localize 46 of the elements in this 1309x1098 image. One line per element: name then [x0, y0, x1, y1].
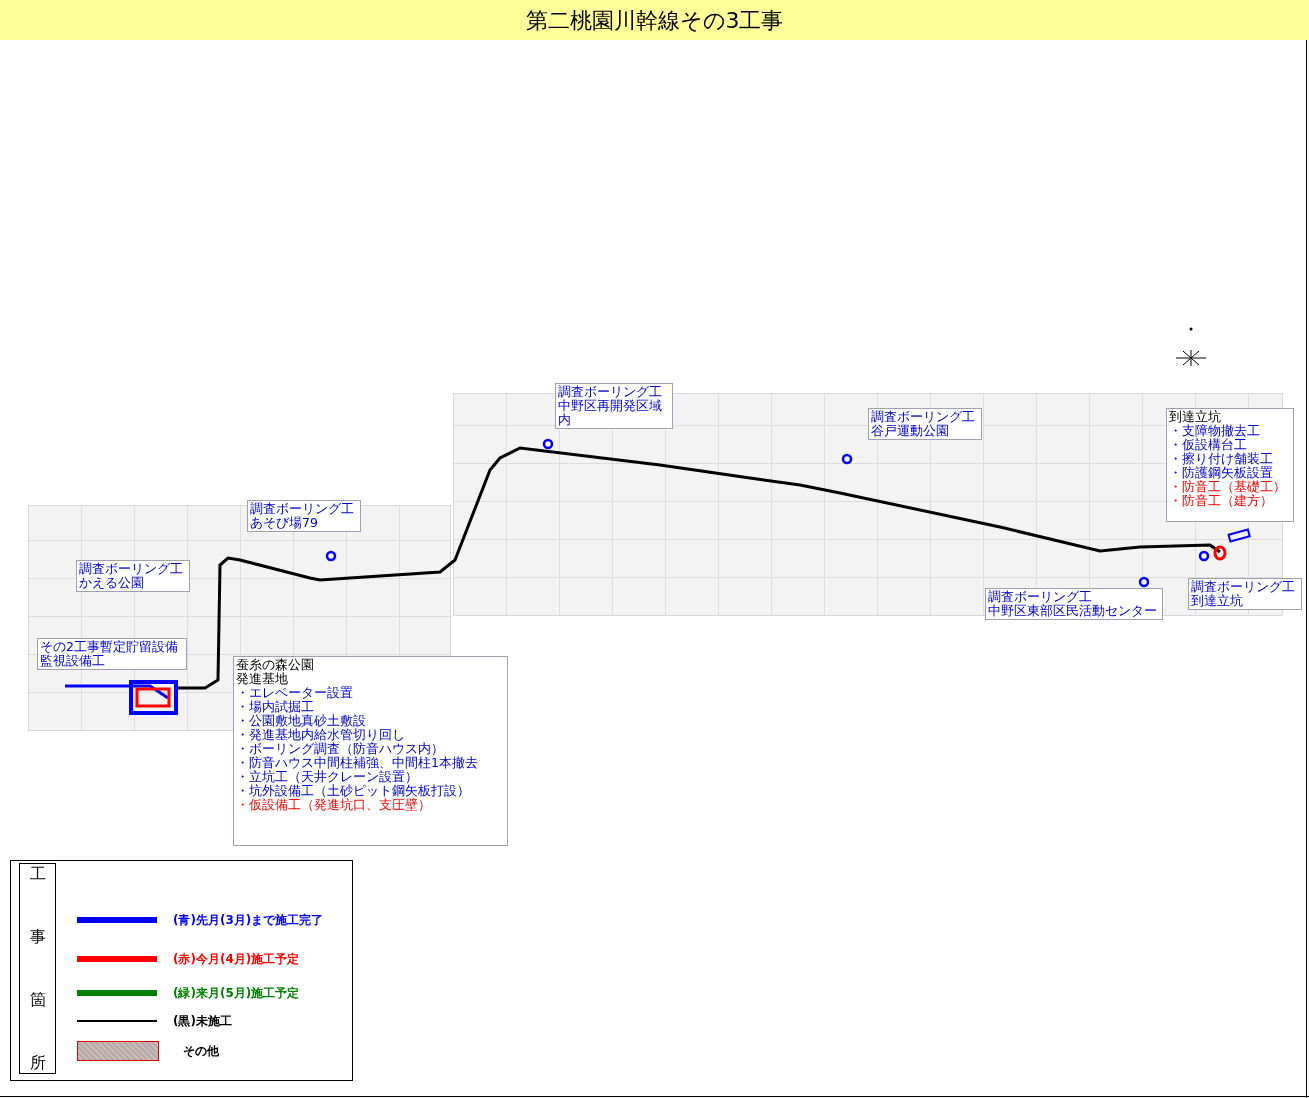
callout-text: ・防音工（基礎工）	[1169, 480, 1287, 494]
callout-box	[1166, 408, 1294, 522]
callout-text: ・仮設備工（発進坑口、支圧壁）	[236, 798, 432, 812]
callout-box	[37, 638, 187, 670]
callout-text: あそび場79	[250, 516, 319, 530]
callout-text: ・防音工（建方）	[1169, 494, 1273, 508]
callout-text: ・エレベーター設置	[236, 686, 354, 700]
callout-text: ・坑外設備工（土砂ピット鋼矢板打設）	[236, 784, 471, 798]
title-bar: 第二桃園川幹線その3工事	[0, 0, 1309, 40]
callout-text: ・場内試掘工	[236, 700, 315, 714]
callout-text: 中野区再開発区域内	[558, 399, 663, 427]
callout-text: ・仮設構台工	[1169, 438, 1248, 452]
callout-text: 調査ボーリング工	[871, 410, 976, 424]
callout-text: 中野区東部区民活動センター	[988, 604, 1158, 618]
legend-text: (赤)今月(4月)施工予定	[173, 951, 300, 968]
callout-box	[233, 656, 508, 846]
callout-text: ・ボーリング調査（防音ハウス内）	[236, 742, 444, 756]
callout-text: ・公園敷地真砂土敷設	[236, 714, 367, 728]
callout-text: ・支障物撤去工	[1169, 424, 1261, 438]
callout-heading: 発進基地	[236, 672, 289, 686]
callout-text: ・防音ハウス中間柱補強、中間柱1本撤去	[236, 756, 479, 770]
callout-text: その2工事暫定貯留設備監視設備工	[40, 640, 179, 668]
callout-text: 調査ボーリング工	[558, 385, 663, 399]
callout-box	[555, 383, 673, 429]
callout-text: 調査ボーリング工	[79, 562, 184, 576]
legend-text: (黒)未施工	[173, 1013, 232, 1030]
callout-text: かえる公園	[79, 576, 145, 590]
legend-heading: 工事箇所	[29, 863, 46, 1073]
legend-text: (緑)来月(5月)施工予定	[173, 985, 300, 1002]
callout-box	[1188, 578, 1302, 610]
callout-text: 調査ボーリング工	[988, 590, 1093, 604]
callout-box	[247, 500, 361, 532]
callout-text: ・発進基地内給水管切り回し	[236, 728, 406, 742]
callout-text: ・立坑工（天井クレーン設置）	[236, 770, 418, 784]
callout-box	[985, 588, 1163, 620]
callout-box	[76, 560, 190, 592]
legend-text: (青)先月(3月)まで施工完了	[173, 912, 324, 929]
callout-text: 調査ボーリング工	[250, 502, 355, 516]
callout-box	[868, 408, 982, 440]
callout-text: ・擦り付け舗装工	[1169, 452, 1274, 466]
callout-heading: 到達立坑	[1169, 410, 1222, 424]
callout-text: 調査ボーリング工到達立坑	[1191, 580, 1296, 608]
callout-text: ・防護鋼矢板設置	[1169, 466, 1274, 480]
callout-text: 谷戸運動公園	[871, 424, 950, 438]
callout-heading: 蚕糸の森公園	[236, 658, 315, 672]
legend-text: その他	[183, 1043, 219, 1060]
